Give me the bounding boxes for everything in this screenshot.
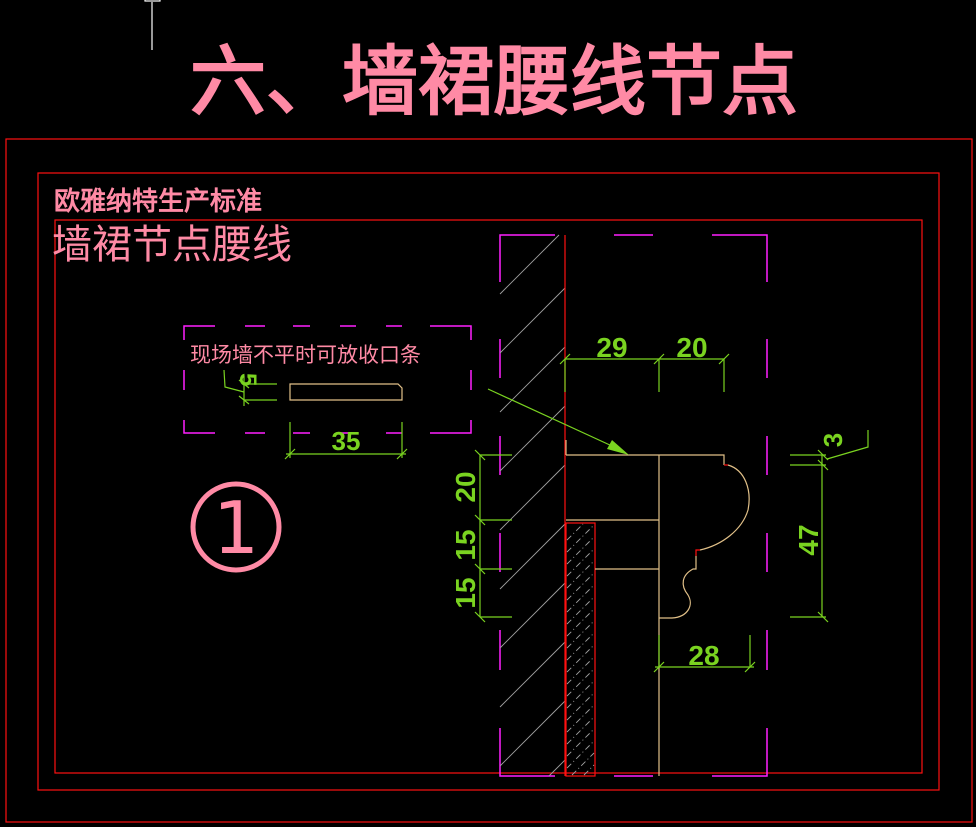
dim-15-mid: 15 — [450, 529, 481, 560]
inner-frame — [54, 219, 923, 774]
strip-width-dimension: 35 — [284, 422, 408, 460]
board-hatch-line — [566, 704, 595, 733]
board-hatch-line — [566, 536, 595, 565]
board-hatch-line — [566, 668, 595, 697]
strip-thickness-dimension: 5 — [223, 369, 277, 406]
board-hatch-line — [566, 608, 595, 637]
dim-47: 47 — [793, 524, 824, 555]
dim-29: 29 — [596, 332, 627, 363]
wall-hatch-line — [499, 523, 566, 590]
drawing-name-label: 墙裙节点腰线 — [52, 222, 292, 268]
base-board-hatch — [566, 523, 595, 776]
board-hatch-line — [566, 523, 584, 541]
board-hatch-line — [566, 680, 595, 709]
wall-hatch-line — [499, 346, 566, 413]
board-hatch-line — [566, 572, 595, 601]
wall-hatch-line — [548, 759, 566, 777]
dim-28: 28 — [688, 640, 719, 671]
board-hatch-line — [566, 716, 595, 745]
wall-hatch-line — [499, 464, 566, 531]
bottom-dimension: 28 — [653, 635, 756, 673]
edge-strip-profile — [289, 383, 403, 401]
board-hatch-line — [566, 632, 595, 661]
board-hatch-line — [583, 764, 595, 776]
board-hatch-line — [566, 740, 595, 769]
waist-line-profile — [565, 440, 750, 776]
board-hatch-line — [566, 728, 595, 757]
wall-hatch — [499, 234, 566, 777]
detail-number-bubble: 1 — [190, 481, 282, 573]
detail-number: 1 — [213, 486, 259, 570]
board-hatch-line — [566, 656, 595, 685]
right-dimension: 3 47 — [790, 430, 869, 623]
top-dimension: 29 20 — [559, 332, 730, 392]
outer-frame — [5, 138, 973, 823]
wall-hatch-line — [499, 287, 566, 354]
board-hatch-line — [566, 620, 595, 649]
strip-width-value: 35 — [332, 426, 361, 456]
wall-hatch-line — [499, 234, 560, 295]
main-viewport — [499, 234, 768, 777]
left-dimension: 20 15 15 — [450, 449, 512, 623]
dim-3: 3 — [818, 433, 848, 447]
page-title: 六、墙裙腰线节点 — [190, 37, 798, 126]
brand-standard-label: 欧雅纳特生产标准 — [54, 186, 262, 217]
board-hatch-line — [566, 560, 595, 589]
dim-20-left: 20 — [450, 471, 481, 502]
crosshair-cursor-icon — [144, 0, 161, 50]
dim-20-top: 20 — [676, 332, 707, 363]
board-hatch-line — [566, 524, 595, 553]
board-hatch-line — [566, 548, 595, 577]
wall-hatch-line — [499, 405, 566, 472]
base-board — [565, 522, 596, 777]
wall-hatch-line — [499, 700, 566, 767]
board-hatch-line — [566, 584, 595, 613]
wall-hatch-line — [499, 641, 566, 708]
wall-hatch-line — [499, 582, 566, 649]
annotation-text: 现场墙不平时可放收口条 — [190, 343, 421, 367]
strip-viewport — [183, 325, 472, 434]
board-hatch-line — [571, 752, 595, 776]
dim-15-bottom: 15 — [450, 577, 481, 608]
middle-frame — [37, 172, 940, 791]
annotation-leader-arrow — [487, 388, 629, 455]
board-hatch-line — [566, 644, 595, 673]
board-hatch-line — [566, 596, 595, 625]
board-hatch-line — [566, 692, 595, 721]
strip-thickness-value: 5 — [234, 373, 261, 386]
